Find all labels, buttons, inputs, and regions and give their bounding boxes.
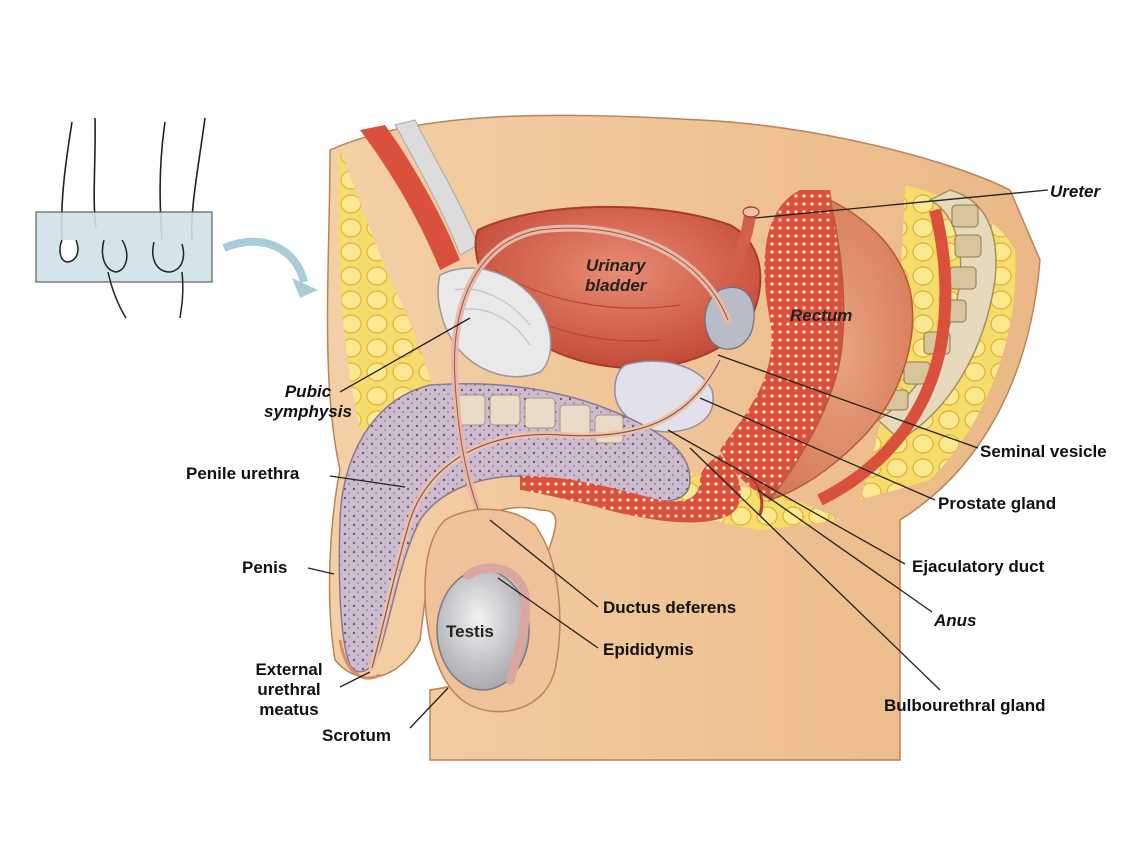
bulbourethral-gland-text: Bulbourethral gland — [884, 696, 1046, 715]
external-urethral-meatus-line-1: External — [255, 660, 323, 679]
external-urethral-meatus-line-2: urethral — [257, 680, 321, 699]
leader-epididymis — [497, 577, 599, 649]
label-penis: Penis — [242, 558, 287, 578]
leader-penis — [307, 567, 335, 575]
label-ejaculatory-duct: Ejaculatory duct — [912, 557, 1044, 577]
label-ductus-deferens: Ductus deferens — [603, 598, 736, 618]
penis-text: Penis — [242, 558, 288, 577]
leader-scrotum — [409, 687, 449, 729]
leader-ureter — [754, 189, 1049, 219]
label-prostate-gland: Prostate gland — [938, 494, 1056, 514]
label-bulbourethral-gland: Bulbourethral gland — [884, 696, 1046, 716]
orientation-inset — [35, 117, 318, 319]
label-scrotum: Scrotum — [322, 726, 391, 746]
penile-urethra-text: Penile urethra — [186, 464, 300, 483]
label-external-urethral-meatus: External urethral meatus — [246, 660, 332, 720]
rectum-text: Rectum — [790, 306, 853, 325]
urinary-bladder-line-2: bladder — [585, 276, 647, 295]
label-anus: Anus — [934, 611, 977, 631]
label-seminal-vesicle: Seminal vesicle — [980, 442, 1107, 462]
leader-penile-urethra — [329, 475, 406, 488]
leader-ejaculatory-duct — [667, 429, 906, 565]
leader-seminal-vesicle — [717, 354, 979, 449]
epididymis-text: Epididymis — [603, 640, 694, 659]
anus-text: Anus — [934, 611, 977, 630]
prostate-gland-text: Prostate gland — [938, 494, 1057, 513]
sagittal-section — [326, 114, 1041, 761]
label-testis: Testis — [446, 622, 494, 642]
leader-pubic-symphysis — [339, 317, 471, 393]
external-urethral-meatus-line-3: meatus — [259, 700, 319, 719]
label-rectum: Rectum — [790, 306, 852, 326]
ureter-text: Ureter — [1050, 182, 1101, 201]
leader-prostate-gland — [699, 397, 936, 501]
label-pubic-symphysis: Pubic symphysis — [258, 382, 358, 422]
ductus-deferens-text: Ductus deferens — [603, 598, 737, 617]
leader-external-urethral-meatus — [339, 671, 371, 688]
label-penile-urethra: Penile urethra — [186, 464, 299, 484]
leader-lines — [307, 189, 1049, 729]
testis-text: Testis — [446, 622, 494, 641]
leader-bulbourethral-gland — [689, 447, 941, 691]
leader-ductus-deferens — [489, 519, 599, 608]
leader-anus — [757, 489, 933, 613]
pubic-symphysis-line-2: symphysis — [264, 402, 352, 421]
seminal-vesicle-text: Seminal vesicle — [980, 442, 1107, 461]
pubic-symphysis-line-1: Pubic — [284, 382, 332, 401]
label-epididymis: Epididymis — [603, 640, 694, 660]
label-ureter: Ureter — [1050, 182, 1100, 202]
label-urinary-bladder: Urinary bladder — [585, 256, 646, 296]
scrotum-text: Scrotum — [322, 726, 391, 745]
urinary-bladder-line-1: Urinary — [585, 256, 646, 275]
ejaculatory-duct-text: Ejaculatory duct — [912, 557, 1045, 576]
